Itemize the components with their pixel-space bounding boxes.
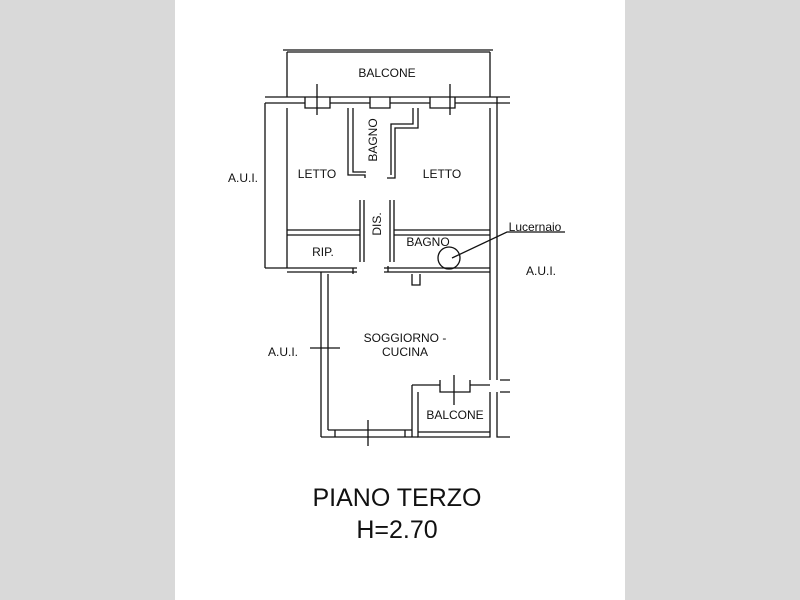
ceiling-height: H=2.70 — [356, 516, 437, 544]
walls — [264, 49, 510, 446]
room-label-balcone-top: BALCONE — [358, 66, 415, 80]
aui-label-left-top: A.U.I. — [228, 171, 258, 185]
room-label-bagno-lower: BAGNO — [406, 235, 449, 249]
room-label-soggiorno: SOGGIORNO - — [364, 331, 447, 345]
room-label-rip: RIP. — [312, 245, 334, 259]
skylight-circle — [437, 246, 461, 270]
room-label-dis: DIS. — [370, 212, 384, 235]
plan-title: PIANO TERZO — [312, 484, 481, 512]
room-label-balcone-bottom: BALCONE — [426, 408, 483, 422]
room-label-letto-left: LETTO — [298, 167, 336, 181]
aui-label-right: A.U.I. — [526, 264, 556, 278]
lucernaio-label: Lucernaio — [509, 220, 562, 234]
lucernaio-leader-line — [451, 231, 565, 259]
drawing-sheet — [175, 0, 625, 600]
room-label-cucina: CUCINA — [382, 345, 428, 359]
room-label-letto-right: LETTO — [423, 167, 461, 181]
room-label-bagno-top: BAGNO — [366, 118, 380, 161]
aui-label-left-bottom: A.U.I. — [268, 345, 298, 359]
